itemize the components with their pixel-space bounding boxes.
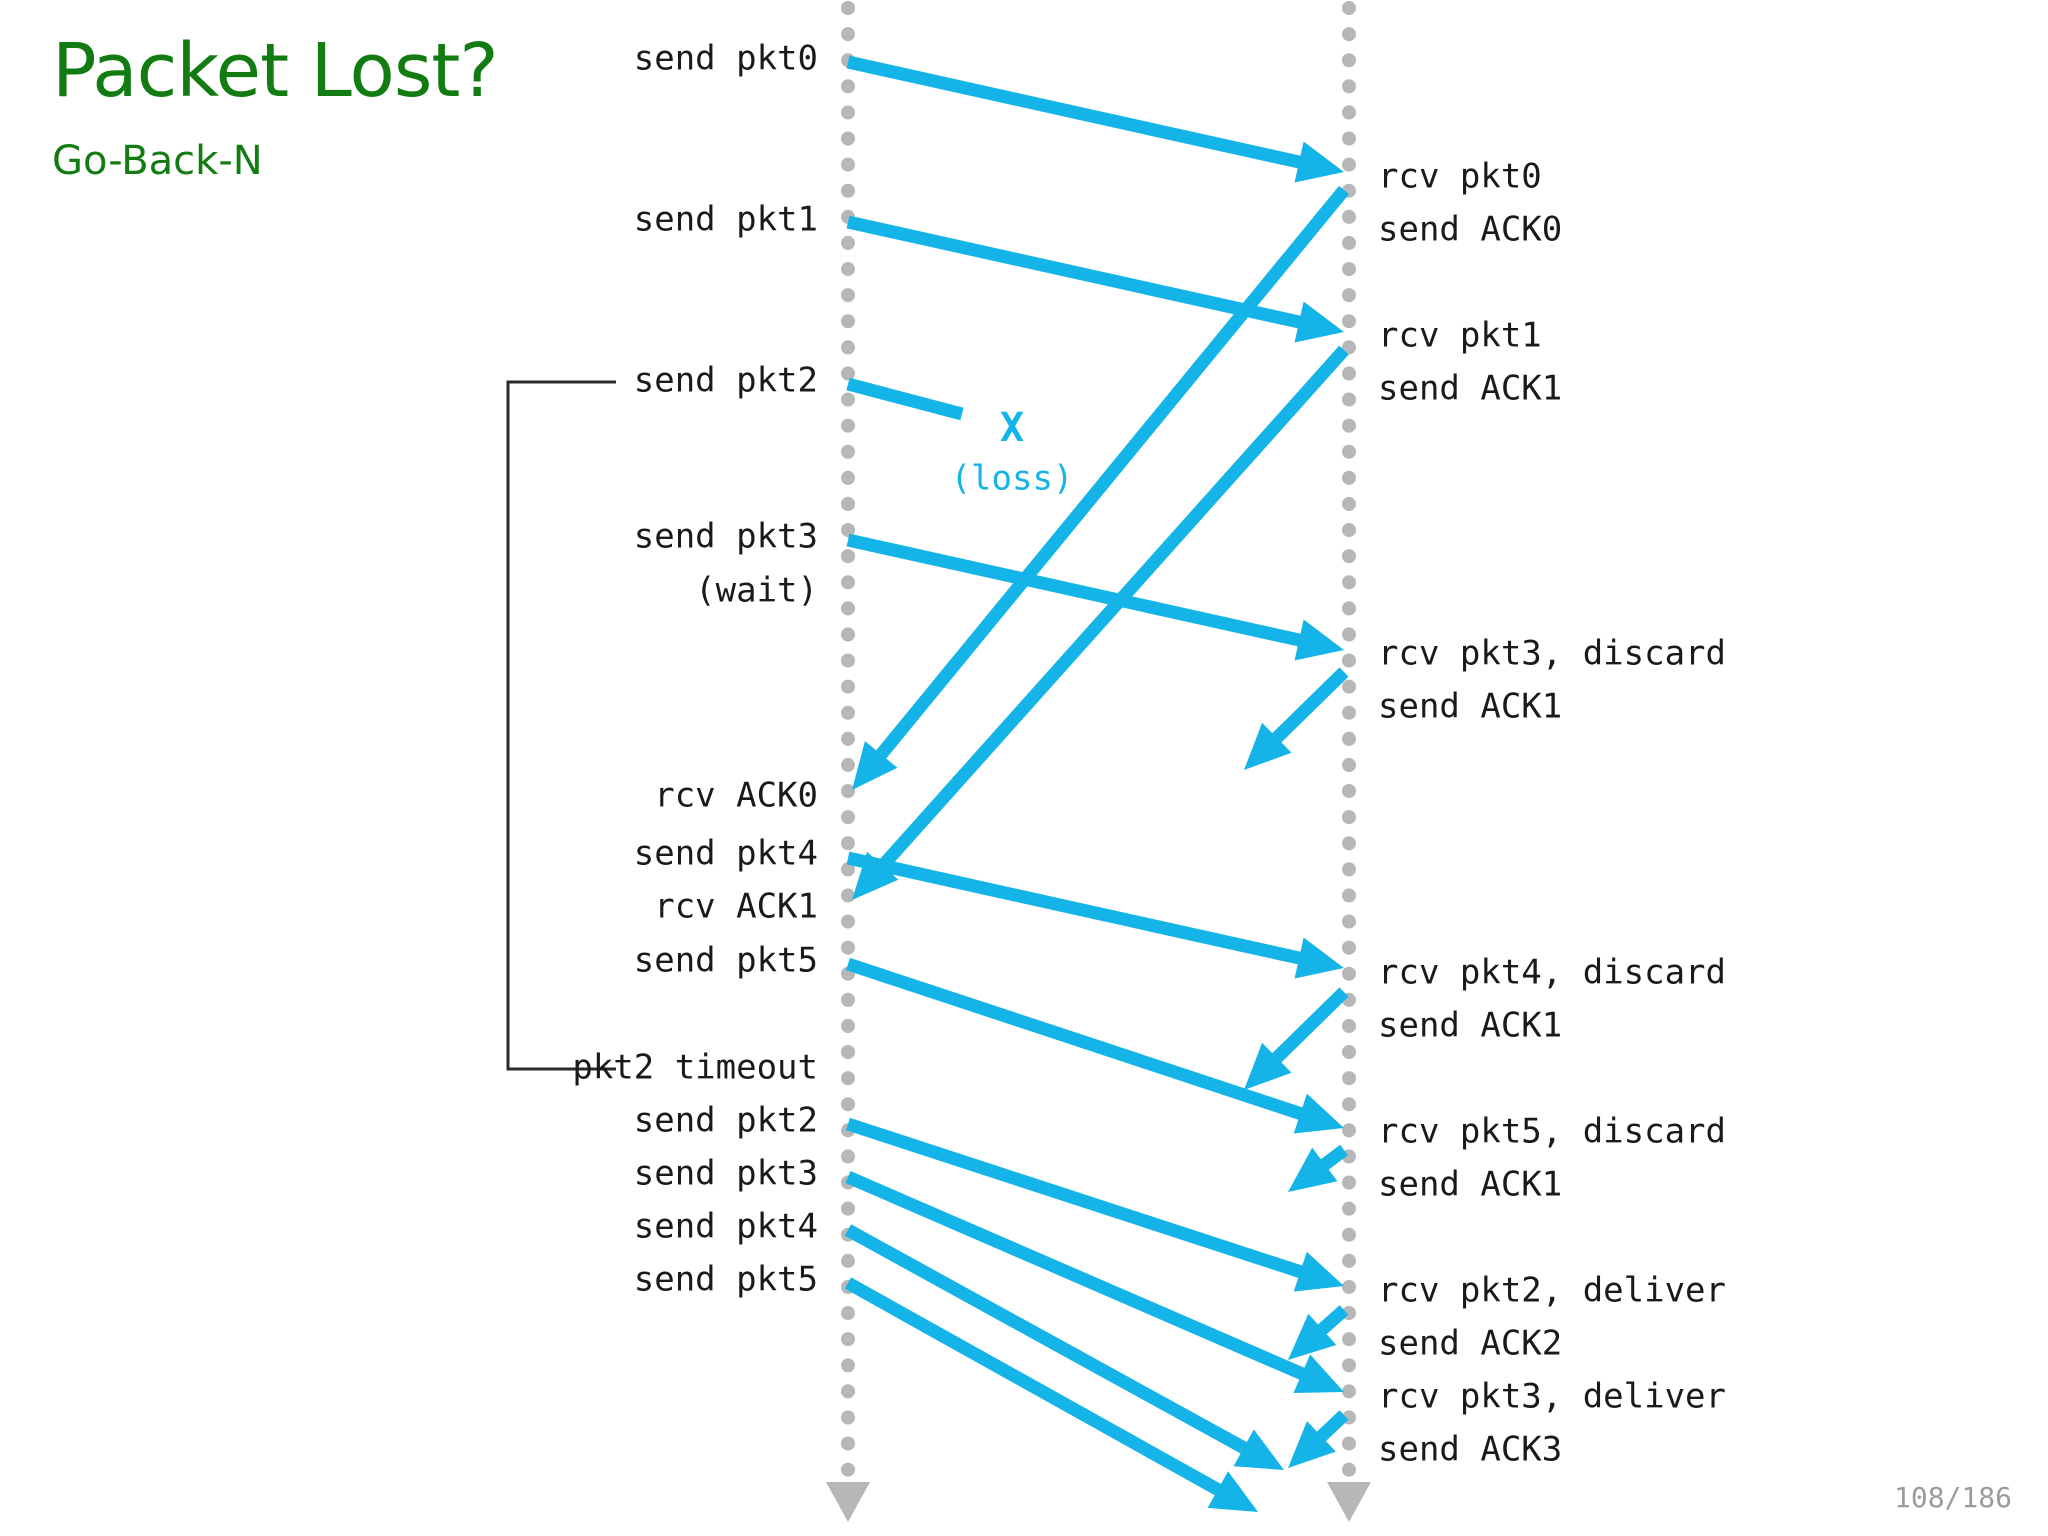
receiver-label-rcv-pkt5-discard: rcv pkt5, discard bbox=[1378, 1112, 1726, 1152]
sender-label-resend-pkt5: send pkt5 bbox=[634, 1260, 818, 1300]
packet-arrow-ack1-b-short bbox=[1244, 667, 1349, 770]
receiver-label-rcv-pkt1: rcv pkt1 bbox=[1378, 316, 1542, 356]
sender-label-send-pkt0: send pkt0 bbox=[634, 39, 818, 79]
sender-label-resend-pkt3: send pkt3 bbox=[634, 1154, 818, 1194]
arrow-shaft bbox=[846, 215, 1307, 330]
arrow-head-icon bbox=[1288, 1147, 1338, 1192]
packet-arrow-ack1-c-short bbox=[1244, 987, 1349, 1090]
arrow-head-icon bbox=[1294, 937, 1344, 979]
arrow-head-icon bbox=[852, 741, 898, 790]
arrow-head-icon bbox=[1207, 1471, 1258, 1512]
arrow-shaft bbox=[844, 1224, 1253, 1457]
arrow-shaft bbox=[846, 851, 1307, 966]
loss-x-icon: X bbox=[1000, 405, 1024, 451]
receiver-label-send-ack1-d: send ACK1 bbox=[1378, 1165, 1562, 1205]
sender-label-send-pkt4: send pkt4 bbox=[634, 834, 818, 874]
receiver-label-rcv-pkt3-deliver: rcv pkt3, deliver bbox=[1378, 1377, 1726, 1417]
receiver-timeline-arrowhead-icon bbox=[1327, 1482, 1371, 1522]
receiver-label-send-ack3: send ACK3 bbox=[1378, 1430, 1562, 1470]
sender-label-wait: (wait) bbox=[695, 571, 818, 611]
sender-label-rcv-ack0: rcv ACK0 bbox=[654, 776, 818, 816]
arrow-head-icon bbox=[1288, 1421, 1336, 1468]
packet-arrow-pkt1 bbox=[846, 215, 1344, 343]
arrow-head-icon bbox=[1244, 1042, 1292, 1090]
packet-arrow-pkt2-lost bbox=[846, 377, 964, 421]
receiver-label-send-ack1-c: send ACK1 bbox=[1378, 1006, 1562, 1046]
packet-arrow-pkt5 bbox=[845, 957, 1344, 1134]
arrow-shaft bbox=[845, 1171, 1310, 1383]
receiver-label-send-ack2: send ACK2 bbox=[1378, 1324, 1562, 1364]
arrow-head-icon bbox=[1294, 141, 1344, 183]
sender-label-rcv-ack1: rcv ACK1 bbox=[654, 887, 818, 927]
arrow-shaft bbox=[845, 1117, 1308, 1280]
receiver-event-labels: rcv pkt0 send ACK0 rcv pkt1 send ACK1 rcv pk… bbox=[1378, 157, 1726, 1470]
sender-label-send-pkt5: send pkt5 bbox=[634, 941, 818, 981]
sender-label-resend-pkt4: send pkt4 bbox=[634, 1207, 818, 1247]
sender-label-send-pkt2: send pkt2 bbox=[634, 361, 818, 401]
packet-arrow-pkt2-resend bbox=[845, 1117, 1344, 1292]
receiver-label-rcv-pkt0: rcv pkt0 bbox=[1378, 157, 1542, 197]
packet-arrow-pkt3 bbox=[846, 533, 1344, 661]
receiver-label-send-ack1: send ACK1 bbox=[1378, 369, 1562, 409]
arrow-head-icon bbox=[1293, 1093, 1344, 1134]
arrow-head-icon bbox=[1233, 1429, 1284, 1470]
loss-caption: (loss) bbox=[951, 459, 1074, 499]
packet-arrow-ack3-short bbox=[1288, 1410, 1349, 1468]
arrow-shaft bbox=[845, 957, 1309, 1122]
arrow-head-icon bbox=[1293, 1251, 1344, 1292]
arrow-head-icon bbox=[1288, 1313, 1337, 1360]
sender-label-send-pkt1: send pkt1 bbox=[634, 200, 818, 240]
arrow-shaft bbox=[872, 185, 1350, 764]
arrow-head-icon bbox=[1293, 1354, 1344, 1393]
page-number: 108/186 bbox=[1893, 1481, 2012, 1514]
sender-event-labels: send pkt0 send pkt1 send pkt2 send pkt3 (wai… bbox=[572, 39, 818, 1300]
pkt2-timeout-bracket bbox=[506, 380, 616, 1071]
arrow-shaft bbox=[1268, 667, 1349, 747]
receiver-label-send-ack1-b: send ACK1 bbox=[1378, 687, 1562, 727]
lost-packet-segment bbox=[846, 377, 964, 421]
sender-label-pkt2-timeout: pkt2 timeout bbox=[572, 1048, 818, 1088]
arrow-head-icon bbox=[1294, 301, 1344, 343]
arrow-shaft bbox=[846, 55, 1307, 170]
sender-label-resend-pkt2: send pkt2 bbox=[634, 1101, 818, 1141]
arrow-shaft bbox=[1268, 987, 1349, 1067]
packet-arrow-ack2-short bbox=[1288, 1305, 1349, 1360]
packet-arrows-layer bbox=[844, 55, 1350, 1512]
packet-arrow-ack0 bbox=[852, 185, 1350, 790]
arrow-head-icon bbox=[1244, 722, 1292, 770]
packet-arrow-pkt4-resend bbox=[844, 1224, 1284, 1470]
arrow-head-icon bbox=[1294, 619, 1344, 661]
arrow-shaft bbox=[873, 345, 1349, 875]
packet-arrow-pkt0 bbox=[846, 55, 1344, 183]
packet-arrow-ack1 bbox=[852, 345, 1349, 900]
receiver-label-rcv-pkt4-discard: rcv pkt4, discard bbox=[1378, 953, 1726, 993]
arrow-shaft bbox=[1312, 1410, 1349, 1446]
arrow-shaft bbox=[844, 1277, 1227, 1499]
packet-arrow-pkt4 bbox=[846, 851, 1344, 979]
packet-arrow-ack1-d-short bbox=[1288, 1144, 1348, 1192]
loss-marker-layer: X (loss) bbox=[951, 405, 1074, 499]
packet-arrow-pkt3-resend bbox=[845, 1171, 1344, 1393]
arrow-shaft bbox=[846, 533, 1307, 648]
timeout-bracket-layer bbox=[506, 380, 616, 1071]
packet-arrow-pkt5-resend bbox=[844, 1277, 1258, 1512]
receiver-label-rcv-pkt3-discard: rcv pkt3, discard bbox=[1378, 634, 1726, 674]
receiver-label-rcv-pkt2-deliver: rcv pkt2, deliver bbox=[1378, 1271, 1726, 1311]
receiver-label-send-ack0: send ACK0 bbox=[1378, 210, 1562, 250]
page-title: Packet Lost? bbox=[52, 28, 499, 114]
sender-timeline-arrowhead-icon bbox=[826, 1482, 870, 1522]
page-subtitle: Go-Back-N bbox=[52, 138, 263, 184]
sender-label-send-pkt3: send pkt3 bbox=[634, 517, 818, 557]
